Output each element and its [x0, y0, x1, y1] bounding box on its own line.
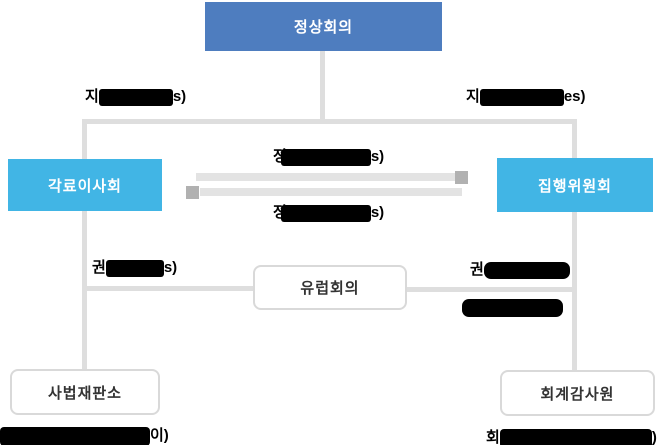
- label-prefix: 지: [466, 88, 480, 105]
- caption-court-of-justice: 이): [0, 426, 169, 445]
- edge-label-guidelines-left: 지 s): [85, 87, 186, 107]
- redaction-bar: [280, 204, 371, 222]
- arrow-to-council-shaft: [200, 188, 462, 196]
- node-council-label: 각료이사회: [47, 177, 122, 195]
- caption-court-of-auditors: 회 ): [486, 428, 657, 445]
- arrow-to-council-head-icon: [186, 186, 199, 199]
- edge-label-recommendations-left: 권 s): [92, 258, 177, 278]
- node-court-of-justice: 사법재판소: [10, 369, 160, 415]
- label-prefix: 권: [92, 259, 106, 276]
- arrow-to-commission-head-icon: [455, 171, 468, 184]
- node-council-of-ministers: 각료이사회: [8, 159, 162, 211]
- redaction-bar: [0, 426, 150, 445]
- node-court-label: 사법재판소: [47, 384, 122, 402]
- node-auditors-label: 회계감사원: [540, 385, 615, 403]
- redaction-bar: [105, 259, 164, 277]
- connector-summit-down: [320, 51, 325, 120]
- edge-label-mid-bottom: 정 s): [273, 203, 384, 223]
- connector-top-horizontal: [82, 119, 577, 124]
- label-prefix: 지: [85, 88, 99, 105]
- edge-label-right-upper: 권: [470, 260, 570, 280]
- connector-parliament-right: [407, 287, 575, 292]
- node-summit-label: 정상회의: [293, 19, 354, 36]
- redaction-bar: [98, 88, 173, 106]
- redaction-bar: [479, 88, 564, 106]
- label-prefix: 회: [486, 429, 500, 445]
- redaction-bar: [499, 428, 652, 445]
- redaction-bar: [483, 261, 570, 279]
- node-executive-commission: 집행위원회: [497, 158, 653, 212]
- edge-label-mid-top: 정 s): [273, 147, 384, 167]
- redaction-bar: [462, 299, 563, 317]
- edge-label-guidelines-right: 지 es): [466, 87, 586, 107]
- label-suffix: s): [172, 88, 187, 105]
- redaction-bar: [280, 148, 371, 166]
- node-court-of-auditors: 회계감사원: [500, 370, 655, 416]
- label-suffix: es): [563, 88, 586, 105]
- edge-label-right-lower: [462, 298, 563, 318]
- connector-right-upper: [572, 123, 577, 158]
- label-suffix: s): [163, 259, 178, 276]
- arrow-to-commission-shaft: [196, 173, 458, 181]
- label-suffix: s): [370, 148, 385, 165]
- label-suffix: ): [651, 429, 657, 445]
- label-suffix: 이): [150, 427, 169, 444]
- node-summit: 정상회의: [205, 2, 442, 51]
- node-parliament-label: 유럽회의: [300, 280, 360, 297]
- connector-left-upper: [82, 123, 87, 159]
- label-prefix: 권: [470, 261, 484, 278]
- node-european-parliament: 유럽회의: [253, 265, 407, 310]
- connector-parliament-left: [84, 286, 253, 291]
- node-commission-label: 집행위원회: [537, 177, 612, 195]
- label-suffix: s): [370, 204, 385, 221]
